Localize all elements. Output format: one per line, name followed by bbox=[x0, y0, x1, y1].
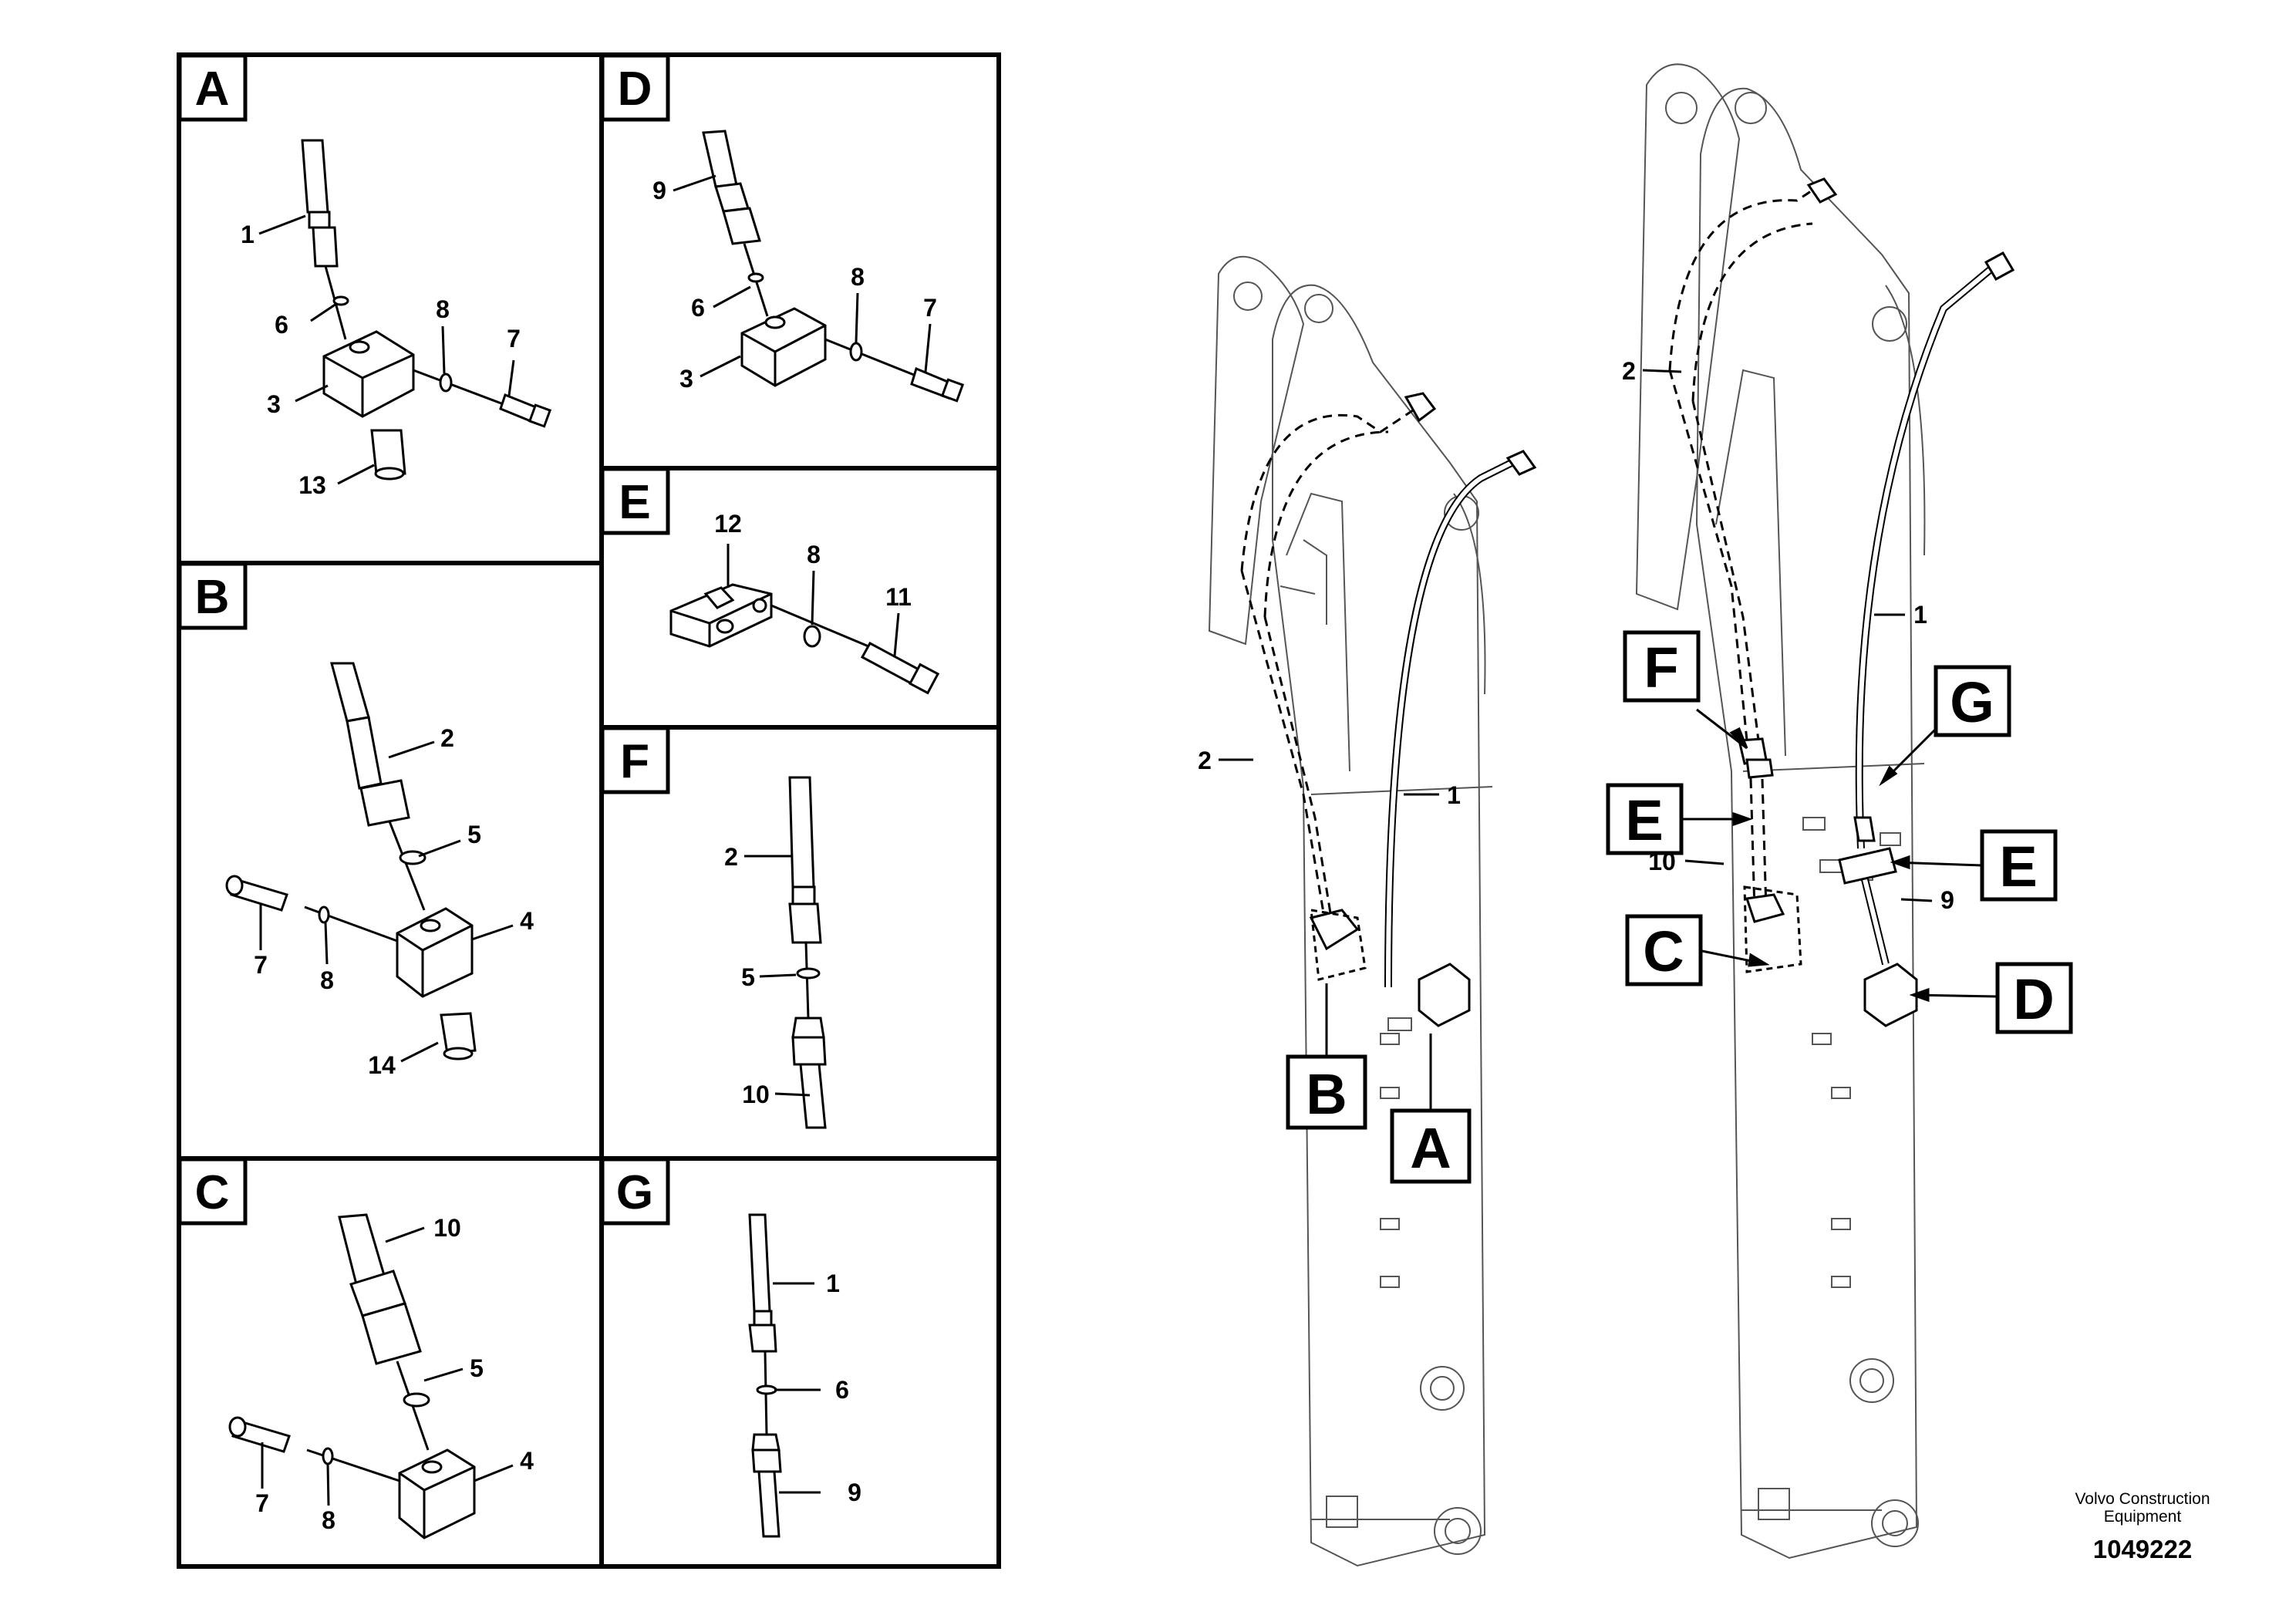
panel-f-leaders bbox=[744, 855, 811, 1097]
panel-label-boxes bbox=[177, 53, 670, 1226]
callout-a-6: 6 bbox=[275, 311, 288, 339]
left-boom-leaders bbox=[1219, 758, 1439, 1111]
left-boom-label-b: B bbox=[1306, 1062, 1347, 1126]
panel-b-drawing bbox=[225, 662, 477, 1061]
callout-b-8: 8 bbox=[320, 966, 334, 994]
right-boom-label-arrows bbox=[1681, 708, 1998, 1003]
callout-c-7: 7 bbox=[255, 1489, 269, 1517]
panel-c-leaders bbox=[261, 1226, 514, 1506]
callout-b-2: 2 bbox=[440, 724, 454, 752]
callout-b-4: 4 bbox=[520, 907, 534, 935]
callout-d-8: 8 bbox=[851, 263, 865, 291]
left-boom-callout-1: 1 bbox=[1447, 781, 1461, 809]
panel-d-drawing bbox=[702, 130, 965, 403]
callout-a-3: 3 bbox=[267, 390, 281, 418]
panel-label-a: A bbox=[195, 62, 230, 116]
panel-f-drawing bbox=[788, 776, 827, 1129]
right-boom-label-f: F bbox=[1644, 636, 1678, 700]
right-boom-label-d: D bbox=[2013, 967, 2054, 1031]
left-boom-callout-2: 2 bbox=[1198, 747, 1212, 774]
document-number: 1049222 bbox=[2093, 1535, 2192, 1563]
panel-label-d: D bbox=[618, 62, 652, 116]
callout-b-7: 7 bbox=[254, 951, 268, 979]
panel-c-drawing bbox=[228, 1213, 476, 1539]
right-boom-callout-9: 9 bbox=[1940, 886, 1954, 914]
callout-f-2: 2 bbox=[724, 843, 738, 871]
callout-g-9: 9 bbox=[848, 1479, 861, 1506]
panel-g-leaders bbox=[773, 1282, 821, 1494]
company-name-line1: Volvo Construction bbox=[2075, 1490, 2210, 1508]
right-boom-callout-1: 1 bbox=[1913, 601, 1927, 629]
left-boom bbox=[1208, 255, 1493, 1567]
panel-b-leaders bbox=[259, 740, 514, 1063]
right-boom-hoses bbox=[1668, 177, 2015, 1027]
callout-g-1: 1 bbox=[826, 1270, 840, 1297]
callout-g-6: 6 bbox=[835, 1376, 849, 1404]
callout-c-8: 8 bbox=[322, 1506, 335, 1534]
left-boom-label-boxes bbox=[1286, 1054, 1472, 1184]
right-boom-label-e-left: E bbox=[1625, 788, 1663, 852]
panel-e-drawing bbox=[669, 583, 940, 695]
right-boom-leaders bbox=[1642, 369, 1933, 902]
callout-b-5: 5 bbox=[467, 821, 481, 848]
panel-label-e: E bbox=[619, 476, 650, 529]
panel-g-drawing bbox=[748, 1213, 782, 1538]
panel-d-leaders bbox=[673, 174, 932, 378]
panel-label-g: G bbox=[616, 1166, 653, 1219]
callout-f-10: 10 bbox=[742, 1081, 770, 1108]
right-boom-label-g: G bbox=[1950, 670, 1994, 734]
right-boom-label-c: C bbox=[1643, 919, 1684, 983]
callout-c-4: 4 bbox=[520, 1447, 534, 1475]
callout-a-1: 1 bbox=[241, 221, 255, 248]
callout-e-11: 11 bbox=[885, 583, 912, 611]
panel-label-b: B bbox=[195, 571, 230, 624]
panel-a-drawing bbox=[301, 139, 552, 481]
callout-a-13: 13 bbox=[298, 471, 326, 499]
callout-e-12: 12 bbox=[714, 510, 742, 538]
callout-d-7: 7 bbox=[923, 294, 937, 322]
panel-label-c: C bbox=[195, 1166, 230, 1219]
panel-a-leaders bbox=[258, 214, 515, 485]
left-boom-label-a: A bbox=[1410, 1116, 1451, 1180]
callout-f-5: 5 bbox=[741, 963, 755, 991]
callout-d-3: 3 bbox=[679, 365, 693, 393]
panel-label-f: F bbox=[620, 735, 649, 788]
callout-d-6: 6 bbox=[691, 294, 705, 322]
callout-a-8: 8 bbox=[436, 295, 450, 323]
callout-b-14: 14 bbox=[368, 1051, 396, 1079]
company-name-line2: Equipment bbox=[2104, 1508, 2182, 1526]
right-boom-label-boxes bbox=[1606, 630, 2073, 1034]
callout-e-8: 8 bbox=[807, 541, 821, 568]
callout-a-7: 7 bbox=[507, 325, 521, 352]
detail-panels bbox=[177, 52, 1001, 1569]
panel-e-leaders bbox=[727, 544, 900, 656]
right-boom bbox=[1635, 63, 1926, 1560]
callout-c-5: 5 bbox=[470, 1354, 484, 1382]
right-boom-label-e-right: E bbox=[1999, 835, 2037, 899]
callout-d-9: 9 bbox=[652, 177, 666, 204]
left-boom-hoses bbox=[1240, 392, 1537, 1027]
right-boom-callout-2: 2 bbox=[1622, 357, 1636, 385]
callout-c-10: 10 bbox=[433, 1214, 461, 1242]
